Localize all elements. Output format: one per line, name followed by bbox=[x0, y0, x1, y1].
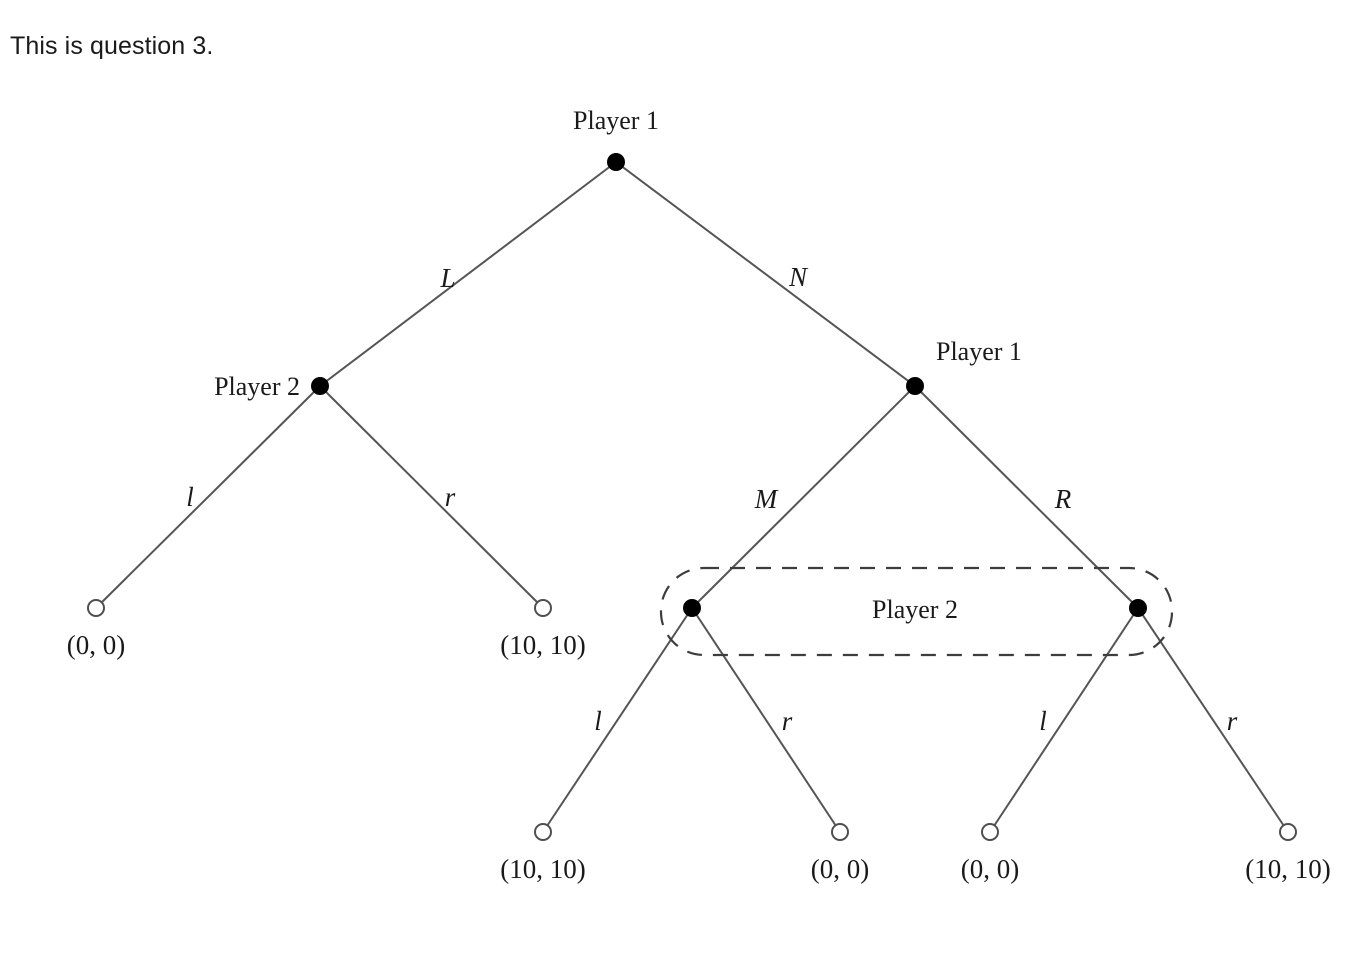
player-label-root: Player 1 bbox=[573, 106, 659, 135]
question-header: This is question 3. bbox=[10, 32, 214, 60]
player-label-p1_right: Player 1 bbox=[936, 337, 1022, 366]
payoff-label-leaf5: (0, 0) bbox=[961, 854, 1019, 884]
action-label-r: r bbox=[445, 482, 456, 512]
action-label-l: l bbox=[186, 482, 194, 512]
action-label-N: N bbox=[788, 262, 809, 292]
action-label-l: l bbox=[594, 706, 602, 736]
action-label-L: L bbox=[439, 263, 455, 293]
action-label-l: l bbox=[1039, 706, 1047, 736]
decision-node-p2_info_right bbox=[1129, 599, 1147, 617]
payoff-label-leaf2: (10, 10) bbox=[500, 630, 585, 660]
tree-edge-l bbox=[989, 607, 1139, 833]
information-set-outline bbox=[659, 566, 1174, 657]
terminal-node-leaf3 bbox=[534, 823, 552, 841]
information-set-layer bbox=[659, 566, 1174, 657]
action-label-r: r bbox=[782, 706, 793, 736]
terminal-node-leaf4 bbox=[831, 823, 849, 841]
tree-edge-N bbox=[615, 161, 916, 387]
tree-edge-R bbox=[914, 385, 1139, 609]
tree-edge-l bbox=[542, 607, 693, 833]
tree-edge-M bbox=[691, 385, 916, 609]
terminal-node-leaf2 bbox=[534, 599, 552, 617]
tree-edge-L bbox=[319, 161, 617, 387]
action-label-M: M bbox=[754, 484, 779, 514]
payoff-label-leaf4: (0, 0) bbox=[811, 854, 869, 884]
payoff-label-leaf1: (0, 0) bbox=[67, 630, 125, 660]
decision-node-p2_info_left bbox=[683, 599, 701, 617]
action-label-r: r bbox=[1227, 706, 1238, 736]
tree-edge-r bbox=[1137, 607, 1289, 833]
edges-layer bbox=[95, 161, 1289, 833]
payoff-label-leaf3: (10, 10) bbox=[500, 854, 585, 884]
tree-edge-r bbox=[691, 607, 841, 833]
terminal-node-leaf5 bbox=[981, 823, 999, 841]
tree-edge-l bbox=[95, 385, 321, 609]
terminal-node-leaf1 bbox=[87, 599, 105, 617]
information-set-player-label: Player 2 bbox=[872, 595, 958, 624]
tree-edge-r bbox=[319, 385, 544, 609]
player-label-p2_left: Player 2 bbox=[214, 372, 300, 401]
terminal-node-leaf6 bbox=[1279, 823, 1297, 841]
decision-node-root bbox=[607, 153, 625, 171]
payoff-label-leaf6: (10, 10) bbox=[1245, 854, 1330, 884]
decision-node-p2_left bbox=[311, 377, 329, 395]
decision-node-p1_right bbox=[906, 377, 924, 395]
nodes-layer bbox=[87, 153, 1297, 841]
action-label-R: R bbox=[1054, 484, 1072, 514]
